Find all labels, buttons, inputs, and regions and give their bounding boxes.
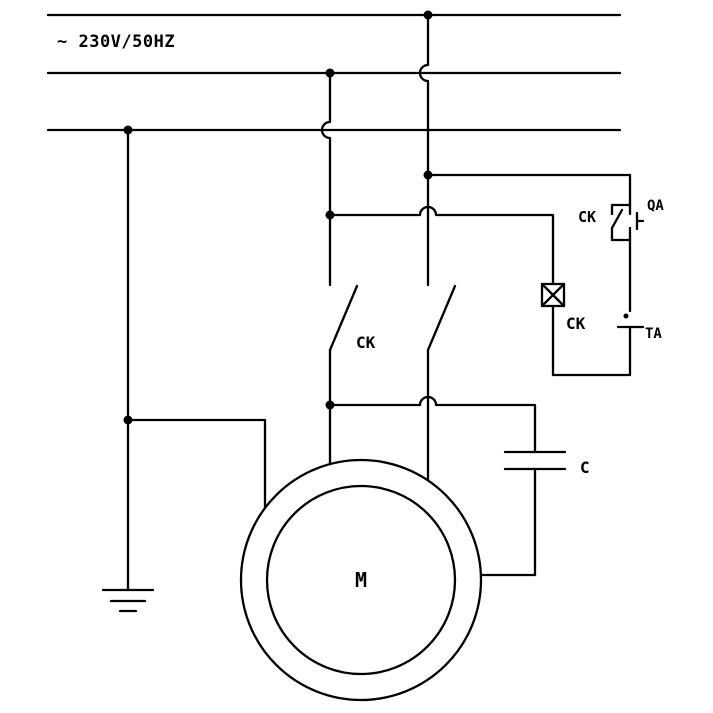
qa-start-button-label: QA [647,198,664,214]
junction-dot [123,125,133,135]
phase-wire-left-upper [320,71,332,287]
junction-dot [325,68,335,78]
capacitor-return-wire [479,467,537,577]
ck-aux-contact-label: CK [578,208,596,226]
qa-button-symbol [628,203,645,242]
capacitor-label: C [580,458,590,477]
coil-feed-wire [328,205,555,286]
motor-label: M [355,568,367,592]
junction-dot [325,210,335,220]
junction-dot [325,400,335,410]
ck-aux-contact-symbol [610,203,624,242]
ta-stop-button-label: TA [645,326,662,342]
capacitor-feed-wire [328,395,537,454]
junctions [123,10,629,425]
motor-outer-circle [239,458,483,702]
coil-return-wire [551,304,632,377]
ck-main-contact-left-blade [328,284,359,352]
ta-button-dot [623,313,629,319]
phase-wire-right-upper [418,13,430,287]
motor-inner-circle [265,484,457,676]
ck-coil-label: CK [566,314,586,333]
ck-main-contacts-label: CK [356,333,376,352]
control-feed-wire [426,173,632,207]
supply-label: ~ 230V/50HZ [57,32,175,52]
motor-left-wire [126,418,267,510]
junction-dot [123,415,133,425]
junction-dot [423,170,433,180]
wires [46,13,645,702]
ck-main-contact-right-blade [426,284,457,352]
ck-coil-cross [540,282,566,308]
labels: ~ 230V/50HZ CK CK QA TA CK C M [57,32,664,592]
ck-coil-symbol [540,282,566,308]
junction-dot [423,10,433,20]
ground-symbol [101,588,155,613]
